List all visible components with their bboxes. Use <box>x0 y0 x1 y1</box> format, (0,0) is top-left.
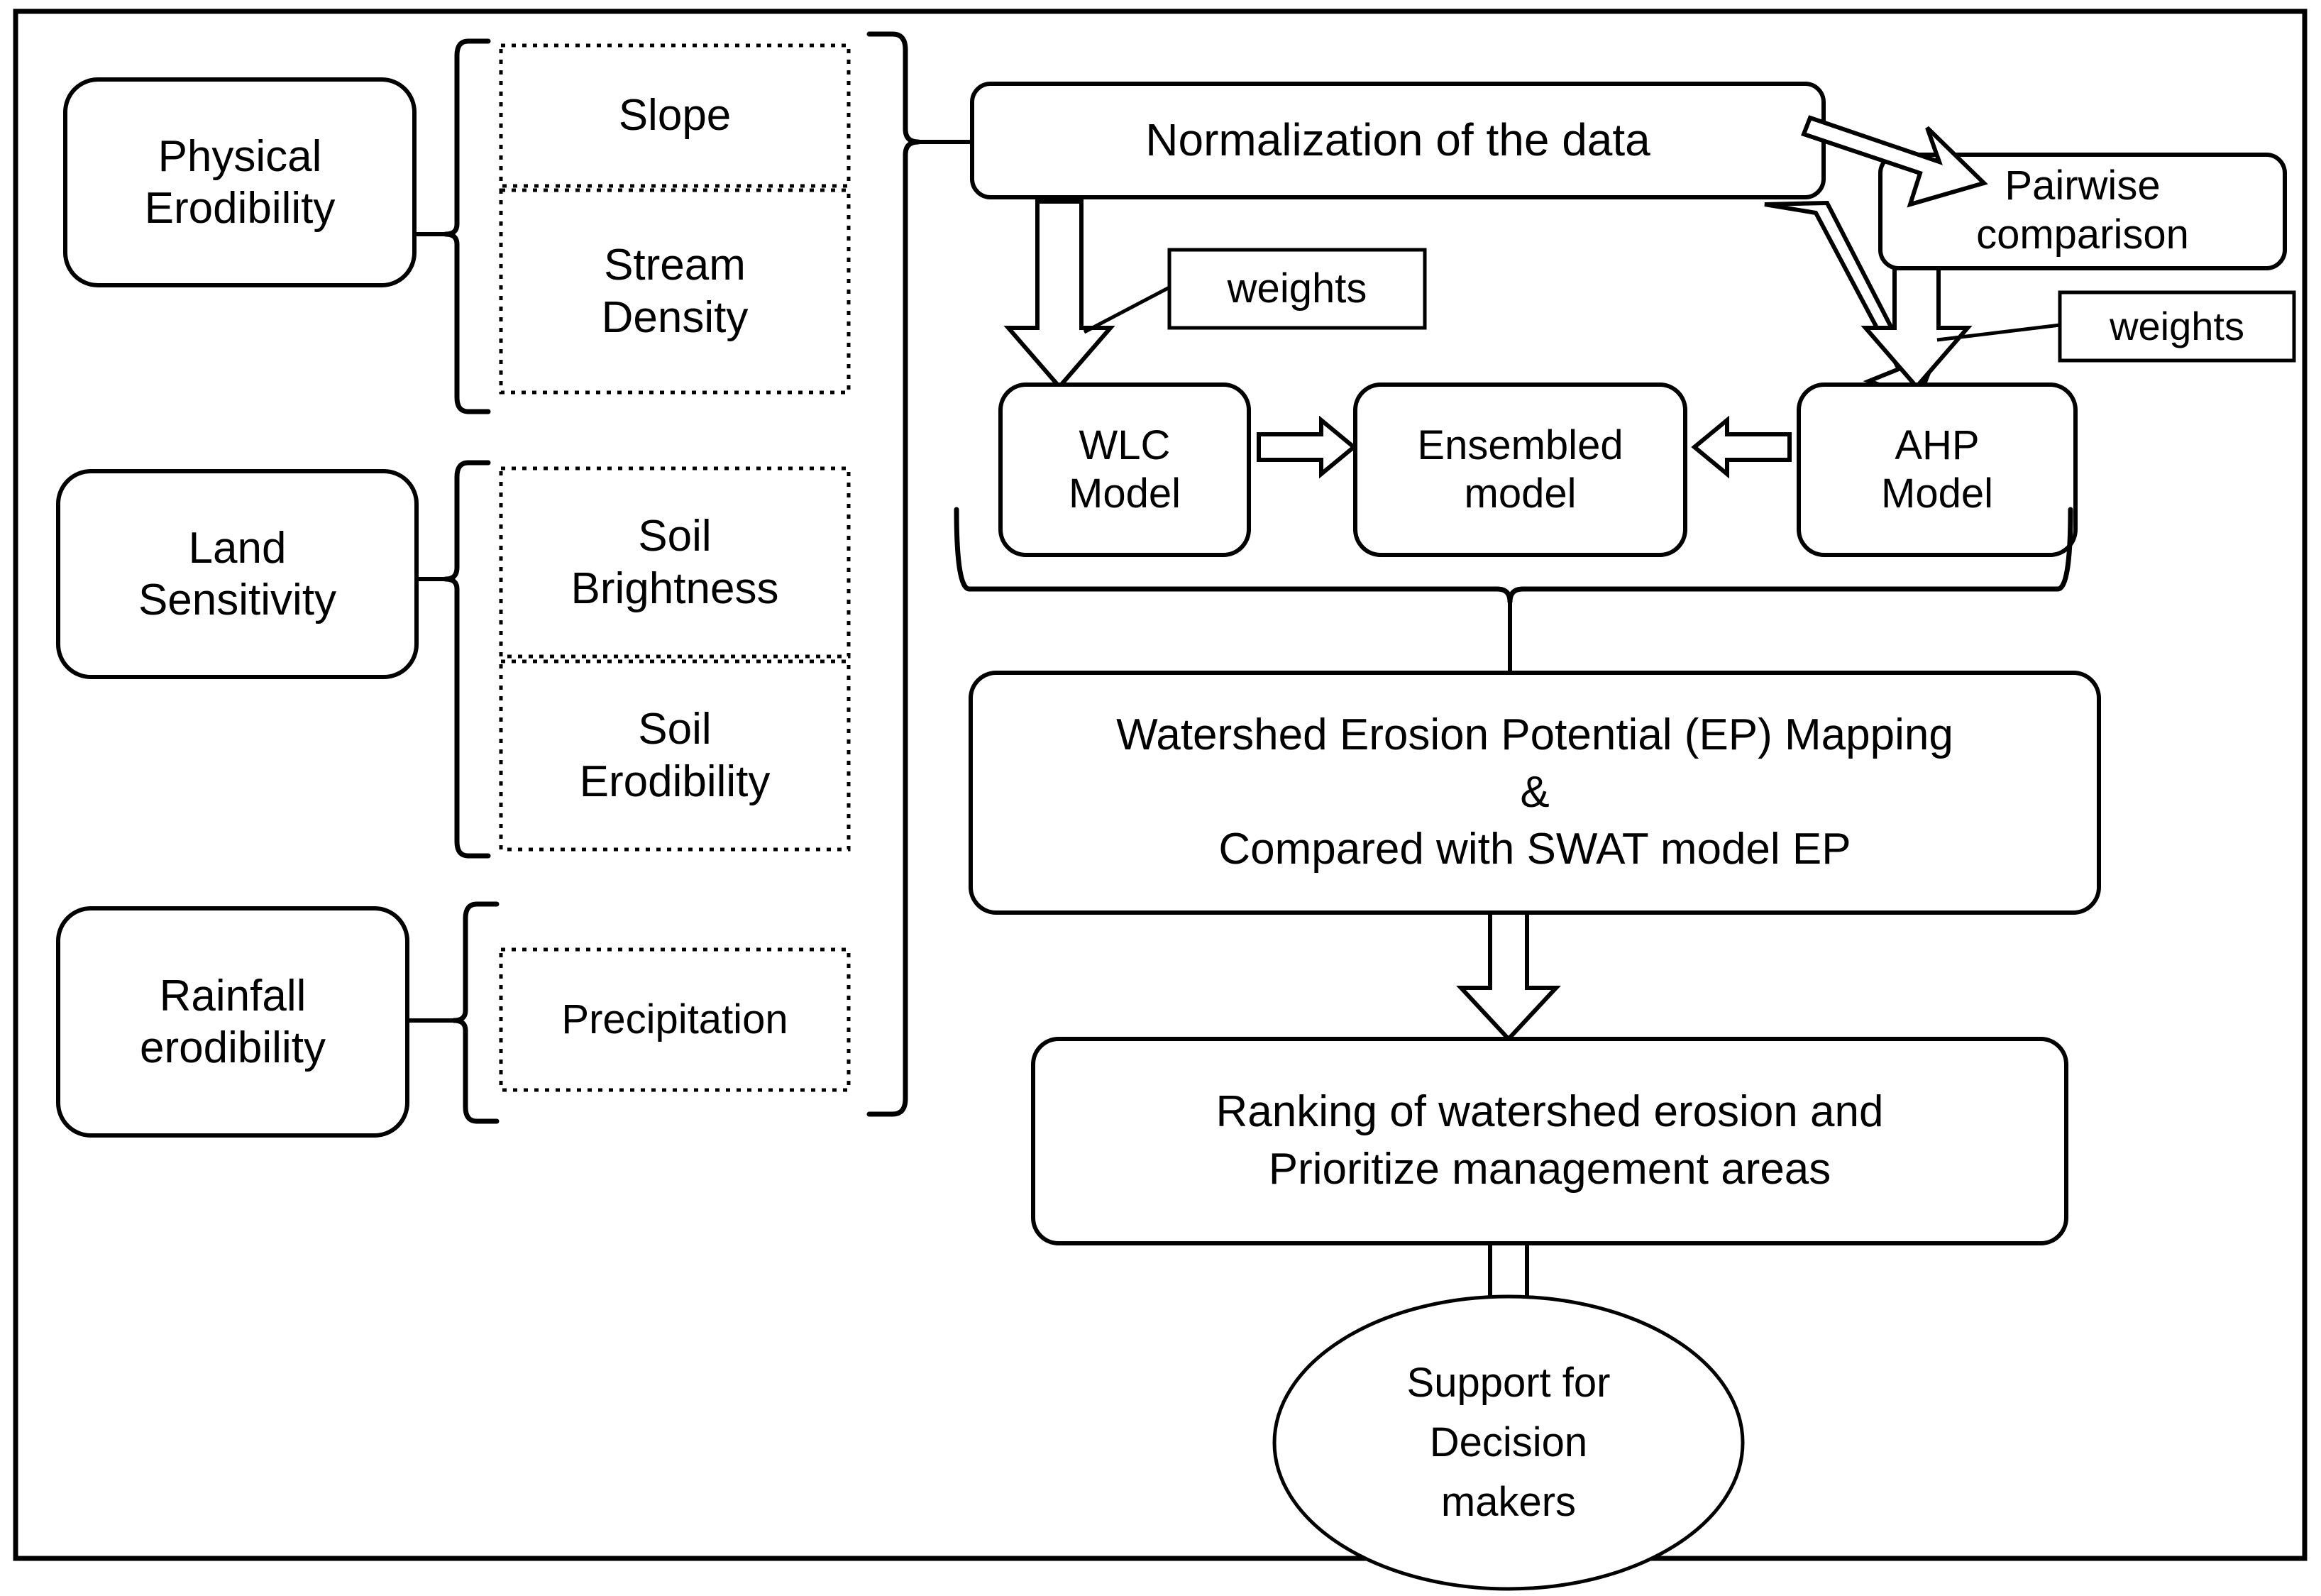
brace-rainfall-erodibility <box>451 901 500 1124</box>
label-box-weights-right <box>2058 290 2296 363</box>
arrow-normalization-to-pairwise <box>1801 115 1988 208</box>
arrow-ahp-to-ensembled <box>1691 415 1792 479</box>
factor-box-soil-erodibility <box>499 659 851 852</box>
model-box-ahp <box>1797 383 2078 557</box>
criteria-box-land-sensitivity <box>56 469 419 679</box>
arrow-normalization-to-wlc <box>1003 199 1115 390</box>
factor-box-stream-density <box>499 188 851 395</box>
arrow-pairwise-to-ahp <box>1860 266 1973 390</box>
model-box-ensembled <box>1353 383 1687 557</box>
brace-land-sensitivity <box>443 460 491 859</box>
output-box-ep-mapping <box>969 671 2101 915</box>
brace-all-factors <box>866 31 921 1117</box>
output-ellipse-decision-makers <box>1272 1294 1745 1591</box>
criteria-box-rainfall-erodibility <box>56 906 409 1138</box>
label-box-weights-left <box>1167 248 1427 330</box>
factor-box-precipitation <box>499 947 851 1092</box>
leader-line-weights-right <box>1936 323 2061 342</box>
leader-line-weights-left <box>1083 285 1171 334</box>
brace-physical-erodibility <box>443 38 491 414</box>
criteria-box-physical-erodibility <box>63 77 417 287</box>
factor-box-slope <box>499 43 851 188</box>
factor-box-soil-brightness <box>499 466 851 659</box>
arrow-wlc-to-ensembled <box>1257 415 1357 479</box>
output-box-ranking <box>1031 1037 2068 1245</box>
model-box-wlc <box>998 383 1251 557</box>
process-box-normalization <box>970 82 1826 199</box>
outer-frame <box>13 9 2308 1561</box>
arrow-mapping-to-ranking <box>1456 910 1561 1042</box>
